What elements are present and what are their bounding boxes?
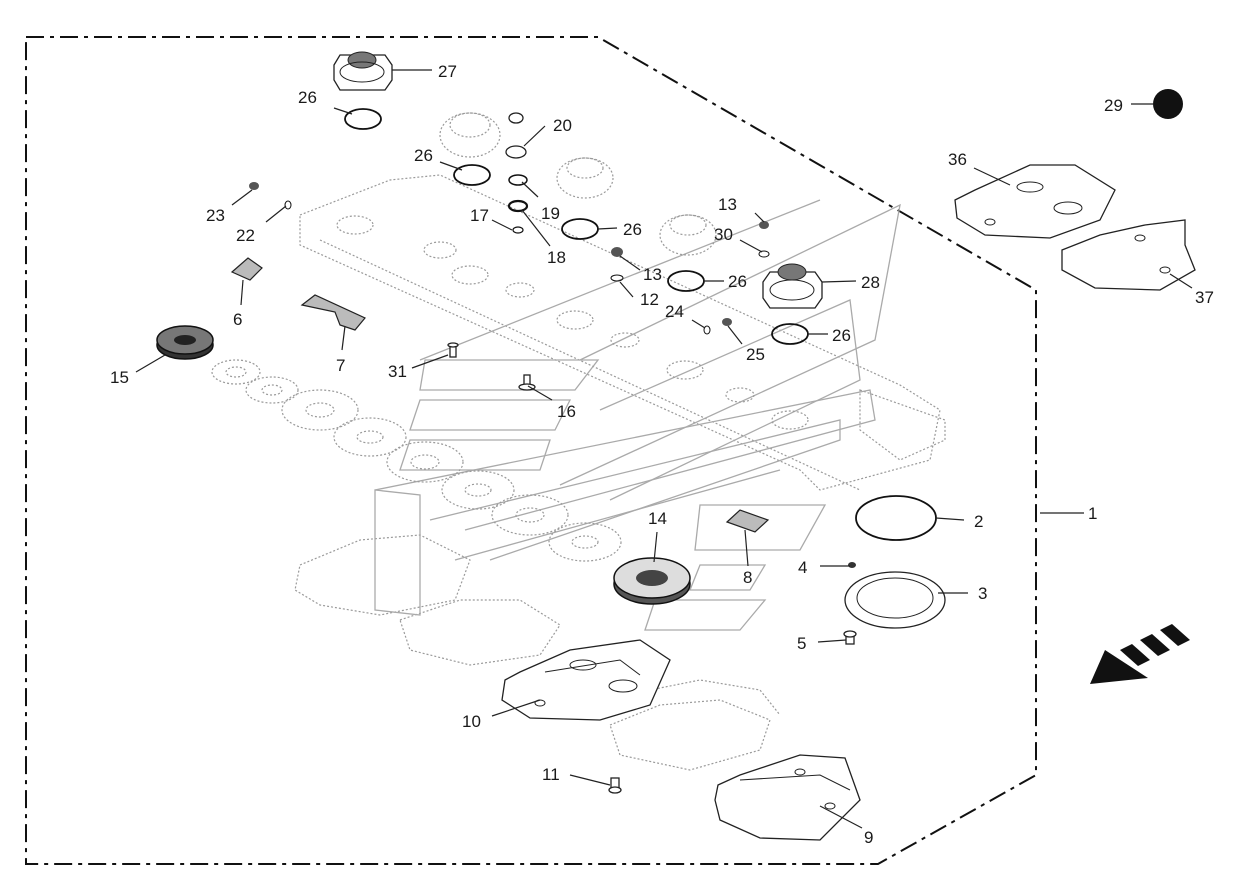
idler-gears-row [211, 359, 622, 562]
callout-30: 30 [714, 225, 733, 244]
callout-27: 27 [438, 62, 457, 81]
ghost-plates [294, 534, 781, 771]
callout-26-d: 26 [728, 272, 747, 291]
washer-30 [758, 250, 770, 258]
nut-20-top [508, 112, 524, 124]
callout-29: 29 [1104, 96, 1123, 115]
callout-25: 25 [746, 345, 765, 364]
callout-1: 1 [1088, 504, 1097, 523]
part-8 [725, 509, 770, 533]
assembly-boundary [25, 36, 1037, 865]
washer-12 [610, 274, 624, 282]
callout-26-b: 26 [414, 146, 433, 165]
callout-26-c: 26 [623, 220, 642, 239]
bar-segment-outlines [374, 359, 827, 631]
callout-26-a: 26 [298, 88, 317, 107]
gearbox-head-28 [762, 263, 823, 309]
marker-29 [1153, 89, 1183, 119]
callout-11: 11 [542, 765, 560, 784]
bolt-16 [518, 374, 536, 391]
skid-plate-10 [501, 639, 671, 721]
o-ring-26-d [667, 270, 705, 292]
callout-13-a: 13 [643, 265, 662, 284]
callout-37: 37 [1195, 288, 1214, 307]
o-ring-26-c [561, 218, 599, 240]
direction-arrow-icon [1090, 624, 1190, 684]
bar-gears-ghost [336, 215, 809, 430]
skid-plate-9 [714, 754, 861, 841]
nut-23 [249, 182, 259, 190]
callout-6: 6 [233, 310, 242, 329]
callout-22: 22 [236, 226, 255, 245]
callout-19: 19 [541, 204, 560, 223]
skid-plate-36 [954, 164, 1116, 239]
callout-18: 18 [547, 248, 566, 267]
skid-plate-37 [1061, 219, 1196, 291]
part-7 [300, 294, 366, 331]
callout-26-e: 26 [832, 326, 851, 345]
callout-31: 31 [388, 362, 407, 381]
callout-24: 24 [665, 302, 684, 321]
nut-20 [505, 145, 527, 159]
callout-23: 23 [206, 206, 225, 225]
callout-15: 15 [110, 368, 129, 387]
o-ring-26-a [344, 108, 382, 130]
nut-13-b [611, 247, 623, 257]
bolt-31 [447, 342, 459, 358]
callout-10: 10 [462, 712, 481, 731]
nut-13-a [759, 221, 769, 229]
gear-14 [613, 557, 691, 605]
o-ring-26-b [453, 164, 491, 186]
callout-5: 5 [797, 634, 806, 653]
callout-13-b: 13 [718, 195, 737, 214]
ring-17 [512, 226, 524, 234]
cover-plate-3 [844, 571, 946, 629]
callout-8: 8 [743, 568, 752, 587]
gearbox-head-27 [333, 51, 393, 91]
nut-4 [848, 562, 856, 568]
ring-22 [284, 200, 292, 210]
callout-28: 28 [861, 273, 880, 292]
leader-lines [135, 69, 1193, 829]
callout-7: 7 [336, 356, 345, 375]
bevel-gear-assemblies-ghost [439, 112, 717, 256]
ring-19 [508, 174, 528, 186]
nut-25 [722, 318, 732, 326]
gear-15 [156, 325, 214, 360]
ring-24 [703, 325, 711, 335]
part-6 [230, 257, 263, 281]
callout-14: 14 [648, 509, 667, 528]
callout-36: 36 [948, 150, 967, 169]
callout-12: 12 [640, 290, 659, 309]
callout-17: 17 [470, 206, 489, 225]
cutterbar-housing-ghost [299, 174, 946, 561]
callout-3: 3 [978, 584, 987, 603]
callout-9: 9 [864, 828, 873, 847]
callout-2: 2 [974, 512, 983, 531]
bolt-11 [608, 777, 622, 794]
callout-20: 20 [553, 116, 572, 135]
callout-16: 16 [557, 402, 576, 421]
seal-ring-2 [855, 495, 937, 541]
washer-18 [507, 199, 529, 213]
callout-4: 4 [798, 558, 807, 577]
screw-5 [843, 630, 857, 645]
callout-labels: 1 2 3 4 5 6 7 8 9 10 11 12 13 13 14 15 1… [110, 62, 1214, 847]
